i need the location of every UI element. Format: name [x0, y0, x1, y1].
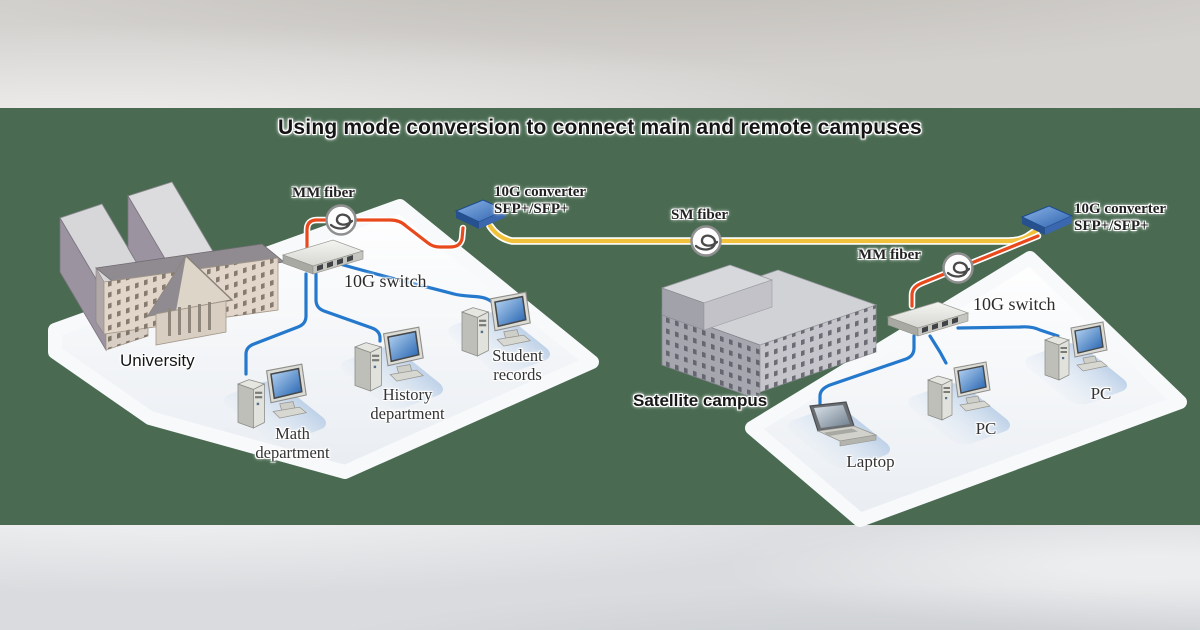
left-converter-label: 10G converter SFP+/SFP+ — [494, 184, 587, 217]
device-label-student-records: Student records — [492, 346, 543, 385]
fiber-coil-icon — [942, 252, 974, 284]
device-label-history: History department — [370, 385, 445, 424]
ethernet-links-right — [818, 325, 1060, 406]
mm-fiber-link-left — [303, 216, 467, 256]
left-mm-fiber-label: MM fiber — [292, 185, 355, 201]
fiber-coil-icon — [690, 225, 722, 257]
left-campus-platform — [48, 199, 599, 479]
left-switch-label: 10G switch — [344, 271, 427, 291]
university-label: University — [120, 351, 195, 370]
device-label-pc-2: PC — [1090, 384, 1112, 403]
university-building — [59, 181, 285, 352]
sm-fiber-label: SM fiber — [671, 207, 729, 223]
device-label-pc-1: PC — [975, 419, 997, 438]
mm-fiber-link-right — [908, 232, 1042, 310]
bottom-gray-band — [0, 525, 1200, 630]
right-switch-label: 10G switch — [973, 294, 1056, 314]
right-converter-label: 10G converter SFP+/SFP+ — [1074, 201, 1167, 234]
device-label-laptop: Laptop — [846, 452, 895, 471]
ethernet-links-left — [244, 262, 494, 376]
satellite-campus-building — [660, 264, 878, 401]
device-label-math: Math department — [255, 424, 330, 463]
right-mm-fiber-label: MM fiber — [858, 247, 921, 263]
fiber-coil-icon — [325, 204, 357, 236]
top-gray-band — [0, 0, 1200, 108]
satellite-campus-label: Satellite campus — [633, 391, 768, 410]
diagram-title: Using mode conversion to connect main an… — [278, 116, 922, 139]
sm-fiber-link — [486, 222, 1044, 245]
